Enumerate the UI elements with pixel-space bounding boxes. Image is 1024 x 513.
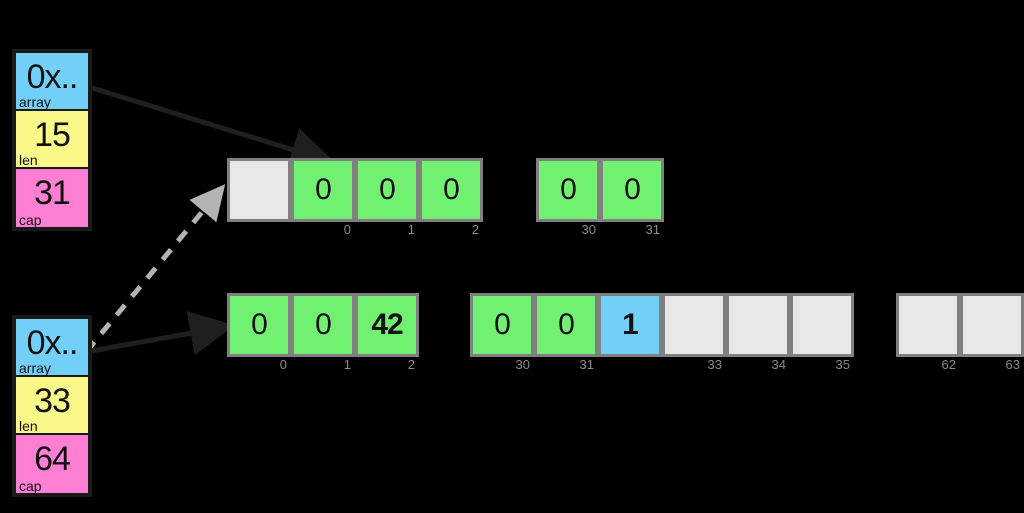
memory-cell-value <box>790 293 854 357</box>
memory-cell-index: 31 <box>579 357 594 372</box>
memory-cell-value <box>662 293 726 357</box>
struct-field-len-value: 15 <box>34 116 71 154</box>
memory-cell-value: 1 <box>598 293 662 357</box>
struct-field-array-label: array <box>19 94 51 110</box>
memory-cell-index: 0 <box>343 222 351 237</box>
memory-cell: 63 <box>960 293 1024 372</box>
memory-cell-index: 1 <box>407 222 415 237</box>
struct-field-len-value: 33 <box>34 382 71 420</box>
memory-cell-index: 34 <box>771 357 786 372</box>
struct-vec-before: 0x.. array 15 len 31 cap <box>12 49 92 231</box>
memory-cell-value <box>960 293 1024 357</box>
struct-field-cap: 64 cap <box>16 435 88 493</box>
struct-field-len-label: len <box>19 152 38 168</box>
memory-cell-index: 2 <box>407 357 415 372</box>
memory-cell: 34 <box>726 293 790 372</box>
memory-cell-value: 0 <box>291 293 355 357</box>
memory-cell-index: 33 <box>707 357 722 372</box>
memory-cell-index: 1 <box>343 357 351 372</box>
struct-field-cap: 31 cap <box>16 169 88 227</box>
struct-field-array-label: array <box>19 360 51 376</box>
memory-cell-index: 30 <box>515 357 530 372</box>
struct-field-array: 0x.. array <box>16 53 88 111</box>
memory-cell-index: 2 <box>471 222 479 237</box>
memory-cell-index: 30 <box>581 222 596 237</box>
struct-field-cap-value: 31 <box>34 174 71 212</box>
memory-cell-value <box>726 293 790 357</box>
struct-vec-after: 0x.. array 33 len 64 cap <box>12 315 92 497</box>
struct-field-array-value: 0x.. <box>26 324 79 362</box>
memory-cell: 35 <box>790 293 854 372</box>
memory-cell-index: 31 <box>645 222 660 237</box>
memory-cell-value: 0 <box>534 293 598 357</box>
memory-cell-value: 0 <box>227 293 291 357</box>
memory-cell-index: 62 <box>941 357 956 372</box>
memory-cell-value: 0 <box>291 158 355 222</box>
memory-cell-value: 0 <box>536 158 600 222</box>
memory-group-new-tail: 62 63 <box>896 293 1024 372</box>
memory-cell-value <box>896 293 960 357</box>
memory-cell-value: 0 <box>419 158 483 222</box>
memory-cell: 62 <box>896 293 960 372</box>
arrow-new-pointer <box>85 311 235 356</box>
struct-field-cap-value: 64 <box>34 440 71 478</box>
struct-field-len: 15 len <box>16 111 88 169</box>
struct-field-len: 33 len <box>16 377 88 435</box>
struct-field-cap-label: cap <box>19 212 42 228</box>
memory-cell-index: 63 <box>1005 357 1020 372</box>
struct-field-array-value: 0x.. <box>26 58 79 96</box>
memory-cell-value <box>227 158 291 222</box>
struct-field-cap-label: cap <box>19 478 42 494</box>
memory-cell: 1 <box>598 293 662 357</box>
memory-cell-value: 0 <box>470 293 534 357</box>
arrow-stale-pointer <box>84 184 226 354</box>
memory-cell-value: 0 <box>355 158 419 222</box>
memory-cell-index: 35 <box>835 357 850 372</box>
memory-cell-index: 0 <box>279 357 287 372</box>
struct-field-len-label: len <box>19 418 38 434</box>
memory-cell: 33 <box>662 293 726 372</box>
memory-cell <box>227 158 291 222</box>
struct-field-array: 0x.. array <box>16 319 88 377</box>
memory-cell-value: 0 <box>600 158 664 222</box>
memory-cell-value: 42 <box>355 293 419 357</box>
arrow-old-pointer <box>85 83 336 172</box>
